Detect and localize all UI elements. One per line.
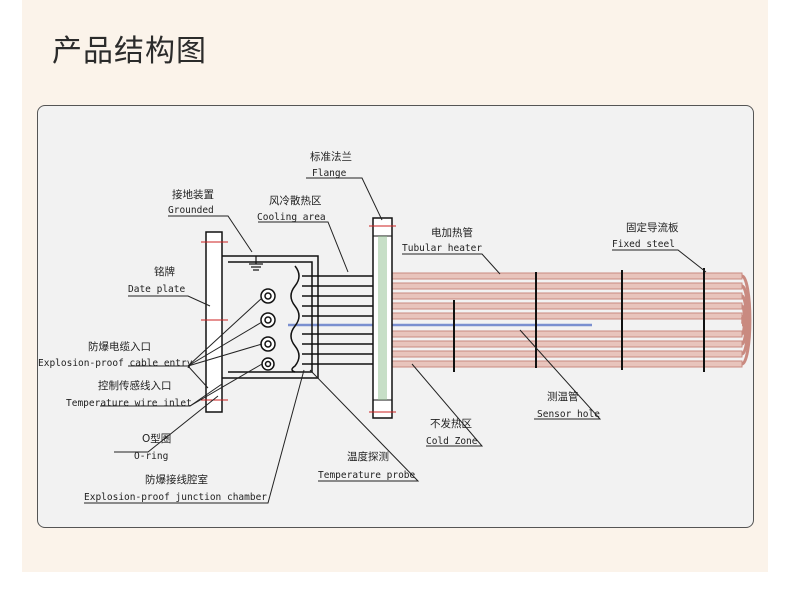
svg-text:标准法兰: 标准法兰 <box>310 150 352 163</box>
heater-tube <box>391 330 743 338</box>
cooling-rods <box>302 275 373 365</box>
heater-tube <box>391 302 743 310</box>
ground-icon <box>249 256 263 271</box>
svg-text:Fixed steel: Fixed steel <box>612 239 675 250</box>
svg-text:电加热管: 电加热管 <box>431 226 473 239</box>
svg-text:Temperature wire inlet: Temperature wire inlet <box>66 398 192 409</box>
cable-glands <box>260 288 276 371</box>
heater-tube <box>391 292 743 300</box>
heater-tubes <box>391 272 743 368</box>
heater-tube <box>391 350 743 358</box>
tube-bend <box>741 304 747 336</box>
svg-text:Date plate: Date plate <box>128 284 185 295</box>
svg-text:Grounded: Grounded <box>168 205 214 216</box>
svg-text:Tubular heater: Tubular heater <box>402 243 482 254</box>
heater-tube <box>391 272 743 280</box>
heater-tube <box>391 312 743 320</box>
junction-chamber <box>222 255 319 379</box>
svg-text:风冷散热区: 风冷散热区 <box>269 194 322 207</box>
svg-text:控制传感线入口: 控制传感线入口 <box>98 379 172 392</box>
end-plate <box>201 231 228 413</box>
svg-text:铭牌: 铭牌 <box>154 265 175 278</box>
diagram-labels: 标准法兰 Flange 风冷散热区 Cooling area 接地装置 Grou… <box>38 150 679 503</box>
svg-text:防爆接线腔室: 防爆接线腔室 <box>145 473 208 486</box>
svg-text:温度探测: 温度探测 <box>347 450 389 463</box>
svg-text:Temperature probe: Temperature probe <box>318 470 416 481</box>
svg-text:Sensor hole: Sensor hole <box>537 409 600 420</box>
page-title: 产品结构图 <box>52 34 207 69</box>
tube-bend <box>741 274 752 366</box>
tube-bends <box>740 274 752 366</box>
svg-text:Cold Zone: Cold Zone <box>426 436 478 447</box>
svg-text:Cooling area: Cooling area <box>257 212 326 223</box>
flange <box>369 217 396 419</box>
tube-bend <box>740 314 745 327</box>
tube-bend <box>741 284 750 356</box>
svg-text:O型圈: O型圈 <box>142 432 171 445</box>
svg-text:固定导流板: 固定导流板 <box>626 221 679 234</box>
baffles <box>453 268 705 372</box>
svg-text:不发热区: 不发热区 <box>430 417 472 430</box>
svg-text:Explosion-proof cable entry: Explosion-proof cable entry <box>38 358 193 369</box>
leader-lines <box>84 177 707 504</box>
svg-text:防爆电缆入口: 防爆电缆入口 <box>88 340 151 353</box>
svg-text:接地装置: 接地装置 <box>172 188 214 201</box>
heater-tube <box>391 282 743 290</box>
heater-tube <box>391 360 743 368</box>
svg-text:测温管: 测温管 <box>547 390 579 403</box>
heater-tube <box>391 340 743 348</box>
svg-text:Flange: Flange <box>312 168 347 179</box>
svg-text:Explosion-proof junction chamb: Explosion-proof junction chamber <box>84 492 267 503</box>
tube-bend <box>741 294 748 346</box>
svg-text:O-ring: O-ring <box>134 451 168 462</box>
